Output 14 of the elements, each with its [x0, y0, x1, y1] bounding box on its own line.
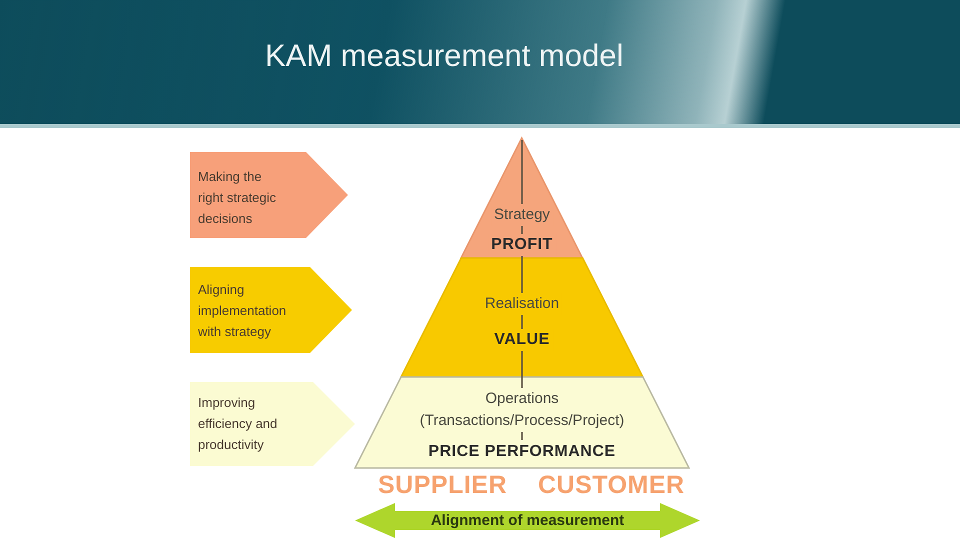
arrow-tag [190, 267, 352, 353]
arrow-tag [190, 152, 348, 238]
tag-text: Making the right strategic decisions [198, 168, 278, 228]
arrow-caption: Alignment of measurement [430, 511, 624, 530]
arrow-tag [190, 382, 355, 466]
side-label: SUPPLIER [378, 471, 508, 500]
tag-text: Aligning implementation with strategy [198, 281, 288, 341]
slide-title: KAM measurement model [265, 38, 624, 74]
double-headed-arrow [355, 503, 700, 538]
pyramid-tier [401, 258, 643, 377]
tag-text: Improving efficiency and productivity [198, 394, 278, 454]
pyramid-tier [355, 377, 689, 468]
pyramid-tier [461, 138, 583, 258]
side-label: CUSTOMER [538, 471, 685, 500]
